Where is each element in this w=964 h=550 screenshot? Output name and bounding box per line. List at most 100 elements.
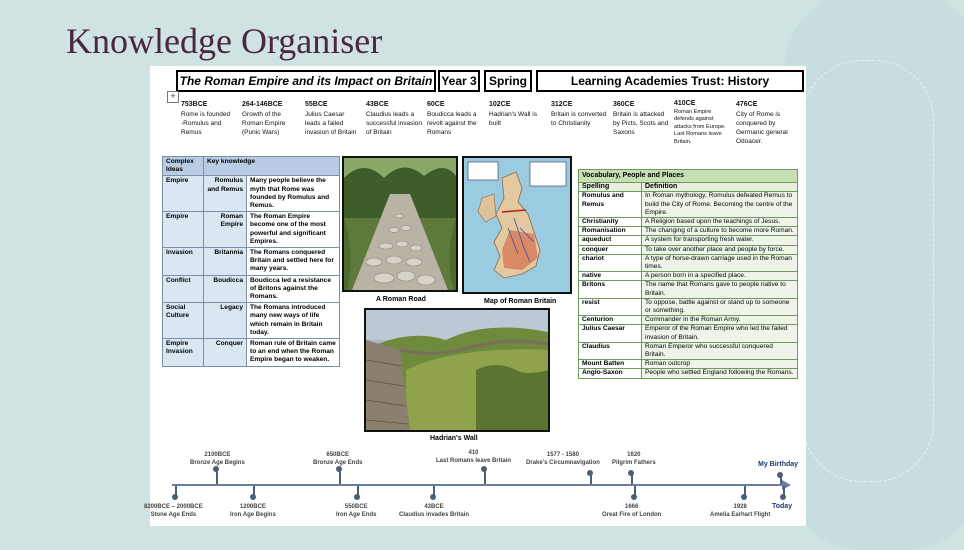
header-trust: Learning Academies Trust: History [536, 70, 804, 92]
knowledge-header-ideas: Complex Ideas [162, 155, 204, 177]
timeline-stem [216, 470, 218, 484]
timeline-date: 2100BCE [204, 452, 231, 458]
knowledge-word: Roman Empire [203, 211, 247, 249]
knowledge-word: Romulus and Remus [203, 175, 247, 213]
roman-britain-map-image [462, 156, 572, 294]
top-event-text: Britain is attacked by Picts, Scots and … [613, 111, 669, 136]
knowledge-idea: Social Culture [162, 302, 204, 340]
timeline-stem [433, 486, 435, 496]
timeline-date: 1666 [624, 504, 639, 510]
timeline-label: Amelia Earhart Flight [710, 512, 771, 518]
slide-title: Knowledge Organiser [66, 21, 383, 61]
background-pattern [802, 60, 934, 482]
timeline-dot [336, 466, 342, 472]
knowledge-text: Many people believe the myth that Rome w… [246, 175, 340, 213]
top-event-text: City of Rome is conquered by Germanic ge… [736, 111, 788, 145]
timeline-date: 8200BCE – 2000BCE [144, 504, 203, 510]
timeline-label: Bronze Age Begins [190, 460, 245, 466]
expand-table-handle[interactable]: + [167, 91, 179, 103]
vocab-definition: In Roman mythology, Romulus defeated Rem… [641, 191, 798, 219]
timeline-label: Iron Age Ends [336, 512, 377, 518]
timeline-label: Great Fire of London [602, 512, 662, 518]
vocab-term: aqueduct [578, 235, 642, 246]
vocab-definition: The name that Romans gave to people nati… [641, 280, 798, 299]
knowledge-text: The Romans introduced many new ways of l… [246, 302, 340, 340]
timeline-dot [213, 466, 219, 472]
top-event-text: Julius Caesar leads a failed invasion of… [305, 111, 357, 136]
my-birthday-label: My Birthday [758, 461, 799, 468]
vocab-term: Britons [578, 280, 642, 299]
timeline-dot [430, 494, 436, 500]
timeline-dot [777, 472, 783, 478]
knowledge-idea: Empire Invasion [162, 338, 204, 367]
header-year: Year 3 [438, 70, 480, 92]
timeline-date: 1577 - 1580 [546, 452, 579, 458]
top-event-date: 312CE [551, 101, 573, 108]
vocab-term: Julius Caesar [578, 324, 642, 343]
hadrians-wall-caption: Hadrian's Wall [430, 435, 478, 442]
timeline-stem [744, 486, 746, 496]
knowledge-word: Conquer [203, 338, 247, 367]
top-event-text: Growth of the Roman Empire (Punic Wars) [242, 111, 286, 136]
vocab-term: Mount Batten [578, 359, 642, 370]
knowledge-idea: Empire [162, 211, 204, 249]
map-caption: Map of Roman Britain [484, 298, 557, 305]
top-event-text: Roman Empire defends against attacks fro… [674, 108, 726, 145]
timeline-stem [780, 476, 782, 484]
top-event-date: 410CE [674, 100, 696, 107]
vocab-term: Romanisation [578, 226, 642, 237]
vocab-definition: A system for transporting fresh water. [641, 235, 798, 246]
timeline-stem [357, 486, 359, 496]
header-term: Spring [484, 70, 532, 92]
timeline-dot [172, 494, 178, 500]
vocab-definition: Roman outcrop [641, 359, 798, 370]
header-title: The Roman Empire and its Impact on Brita… [176, 70, 436, 92]
timeline-date: 1200BCE [239, 504, 266, 510]
timeline-arrow-icon [782, 480, 791, 490]
vocab-term: native [578, 271, 642, 282]
top-event-date: 476CE [736, 101, 758, 108]
top-event-text: Rome is founded -Romulus and Remus [181, 111, 231, 136]
timeline-stem [175, 486, 177, 496]
knowledge-text: Roman rule of Britain came to an end whe… [246, 338, 340, 367]
timeline-dot [587, 470, 593, 476]
knowledge-idea: Empire [162, 175, 204, 213]
timeline-date: 43BCE [424, 504, 444, 510]
vocabulary-header-definition: Definition [641, 182, 798, 193]
timeline-stem [783, 486, 785, 496]
top-event-date: 60CE [427, 101, 445, 108]
timeline-dot [354, 494, 360, 500]
hadrians-wall-image [364, 308, 550, 432]
knowledge-word: Legacy [203, 302, 247, 340]
